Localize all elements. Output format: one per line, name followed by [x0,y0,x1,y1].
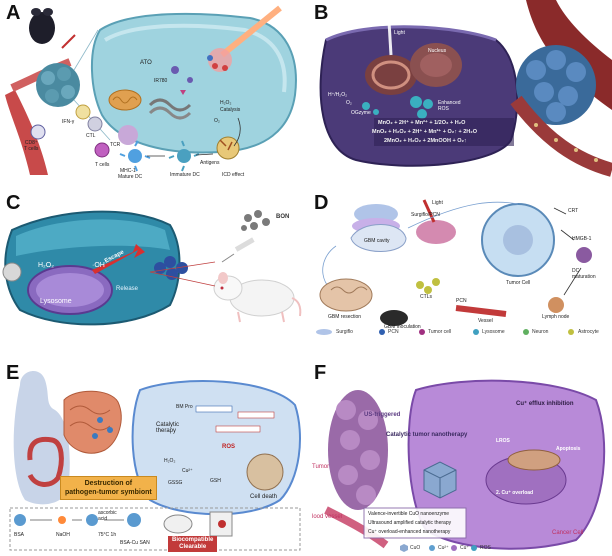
panel-label: A [6,2,21,24]
label-h2o2: H₂O₂ [220,100,232,106]
label-tcells: T cells [95,162,110,168]
label-temp: 75°C 1h [98,532,117,538]
label-ozyme: OGzyme [351,110,371,116]
label-gbm-inoculation: GBM inoculation [384,324,421,330]
label-biocompatible: Biocompatible Clearable [168,536,218,552]
label-blood-vessel: lood vessel [312,514,343,520]
label-catalytic: Catalytic therapy [156,422,180,434]
label-vessel: Vessel [478,318,493,324]
label-gbm-resection: GBM resection [328,314,362,320]
label-catalytic: Catalytic tumor nanotherapy [386,432,468,438]
label-destruction: Destruction of pathogen-tumor symbiont [60,476,157,500]
label-tumor: Tumor [312,464,330,470]
label-gssg: GSSG [168,480,183,486]
legend-cu1: Cu⁺ [460,545,470,551]
panel-b-illustration [319,0,612,177]
panel-d-illustration [316,199,592,335]
label-cu: Cu²⁺ [182,468,193,474]
panel-c: C H₂O₂ ·OH Lysosome Escape Release BON [0,190,304,340]
panel-f-illustration [324,379,606,552]
label-ifn: IFN-γ [62,119,75,125]
panel-e-illustration [9,370,301,551]
label-mature-dc: Mature DC [118,174,143,180]
label-light: Light [432,200,443,206]
label-icd: ICD effect [222,172,245,178]
label-ato: ATO [140,60,152,66]
legend-pcn: PCN [388,329,399,335]
label-gbm-cavity: GBM cavity [364,238,390,244]
label-tcr: TCR [110,142,121,148]
panel-c-illustration [2,210,302,326]
label-list-3: Cu⁺ overload-enhanced nanotherapy [368,529,451,535]
label-pcn: PCN [456,298,467,304]
label-immature-dc: Immature DC [170,172,200,178]
label-oh: ·OH [92,262,105,269]
legend-neuron: Neuron [532,329,549,335]
legend-surgiflo: Surgiflo [336,329,353,335]
label-lymph: Lymph node [542,314,570,320]
label-ir780: IR780 [154,78,168,84]
label-bsa-cu: BSA-Cu SAN [120,540,150,546]
panel-e: E Destruction of pathogen-tumor symbiont… [0,360,304,556]
panel-label: C [6,192,21,214]
label-bsa: BSA [14,532,25,538]
label-naoh: NaOH [56,532,70,538]
label-ascorbic: ascorbic acid [98,510,117,522]
label-h2o2: H₂O₂ [38,262,54,269]
label-cell-death: Cell death [250,494,278,500]
legend-cuo: CuO [410,545,421,551]
label-list-1: Valence-invertible CuO nanoenzyme [368,511,450,517]
label-light: Light [394,30,405,36]
label-ros: ROS [222,444,236,450]
label-crt: CRT [568,208,579,214]
label-us: US-triggered [364,412,401,418]
panel-a: A ATO IR780 H₂O₂ Catalysis O₂ CD8⁺ T cel… [0,0,304,180]
label-cu-efflux: Cu⁺ efflux inhibition [516,401,574,407]
legend-tumor-cell: Tumor cell [428,329,452,335]
equation-1: MnO₂ + 2H⁺ + Mn²⁺ + 1/2O₂ + H₂O [378,120,466,126]
label-ctl: CTL [86,133,96,139]
label-mhc: MHC-1 [120,168,136,174]
label-lysosome: Lysosome [40,298,72,305]
panel-b: B Light Nucleus H⁺/H₂O₂ O₂ OGzyme Enhanc… [306,0,612,180]
label-antigens: Antigens [200,160,220,166]
equation-3: 2MnO₂ + H₂O₂ + 2MnOOH + O₂↑ [384,138,467,144]
label-bm-pro: BM Pro [176,404,193,410]
legend-ros: ROS [480,545,491,551]
panel-label: F [314,362,327,384]
label-cu-overload: 2. Cu⁺ overload [496,490,534,496]
label-cd8: CD8⁺ T cells [24,140,39,152]
label-list-2: Ultrasound amplified catalytic therapy [368,520,452,526]
equation-2: MnO₂ + H₂O₂ + 2H⁺ + Mn²⁺ + O₂↑ + 2H₂O [372,129,477,135]
panel-a-illustration [5,5,297,175]
label-catalysis: Catalysis [220,107,241,113]
panel-label: E [6,362,20,384]
legend-cu2: Cu²⁺ [438,545,449,551]
label-gsh: GSH [210,478,221,484]
label-nucleus: Nucleus [428,48,447,54]
legend-lysosome: Lysosome [482,329,505,335]
label-surgiflo: Surgiflo/PCN [411,212,440,218]
label-apoptosis: Apoptosis [556,446,581,452]
label-o2: O₂ [214,118,220,124]
label-o2: O₂ [346,100,352,106]
legend-astrocyte: Astrocyte [578,329,599,335]
label-hmgb: HMGB-1 [572,236,592,242]
label-dc-maturation: DC maturation [572,268,596,280]
panel-label: D [314,192,329,214]
label-bon: BON [276,214,290,220]
label-cancer-cell: Cancer Cell [552,530,584,536]
label-tumor-cell: Tumor Cell [506,280,531,286]
panel-d: D Surgiflo/PCN GBM cavity Light CRT HMGB… [306,190,612,340]
label-release: Release [116,286,139,292]
panel-f: F US-triggered Catalytic tumor nanothera… [306,360,612,556]
label-lrox: LROS [496,438,510,444]
panel-label: B [314,2,329,24]
label-ctls: CTLs [420,294,432,300]
label-enhanced: Enhanced ROS [438,100,461,112]
label-h2o2: H₂O₂ [164,458,176,464]
label-h-h2o2: H⁺/H₂O₂ [328,92,348,98]
